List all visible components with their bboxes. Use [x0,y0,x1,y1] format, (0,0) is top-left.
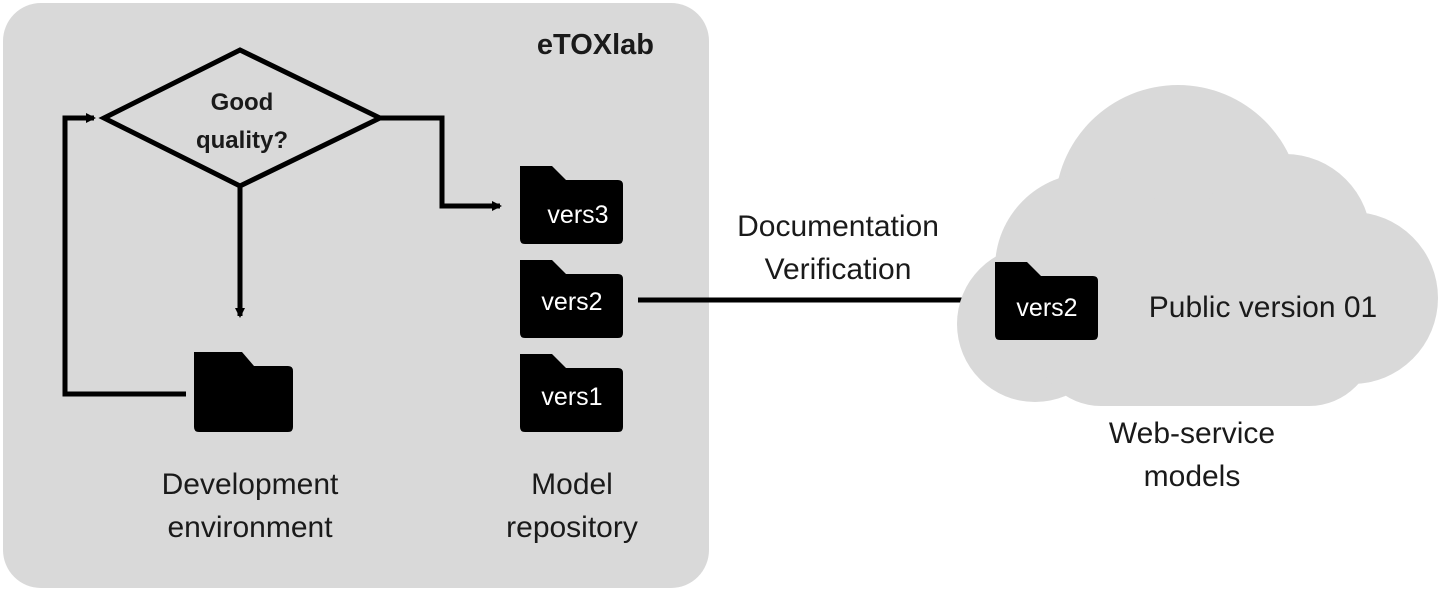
development-folder-icon [194,352,293,432]
folder-icon [520,354,623,432]
folder-label: vers2 [541,288,602,316]
webservice-label-line1: Web-service [1109,417,1275,450]
decision-label-line1: Good [211,89,274,116]
repository-label-line1: Model [531,468,613,501]
cloud-shape [957,85,1438,406]
folder-icon [520,260,623,338]
public-version-label: Public version 01 [1149,291,1377,324]
repository-folder-vers2: vers2 [520,260,623,338]
development-label-line2: environment [167,511,333,544]
arrow-loop-back [62,113,186,397]
folder-label: vers3 [547,201,608,229]
etoxlab-panel [3,3,709,588]
folder-icon [520,166,623,244]
etoxlab-title: eTOXlab [537,29,654,61]
repository-label-line2: repository [506,511,638,544]
transfer-label-line1: Documentation [737,210,939,243]
repository-folder-vers3: vers3 [520,166,623,244]
decision-label-line2: quality? [196,127,288,154]
cloud-folder-icon [995,262,1098,340]
cloud-folder-label: vers2 [1016,294,1077,322]
webservice-label-line2: models [1144,460,1241,493]
repository-folder-vers1: vers1 [520,354,623,432]
arrow-to-repository [380,115,502,211]
development-label-line1: Development [162,468,339,501]
transfer-label-line2: Verification [765,253,912,286]
folder-label: vers1 [541,383,602,411]
